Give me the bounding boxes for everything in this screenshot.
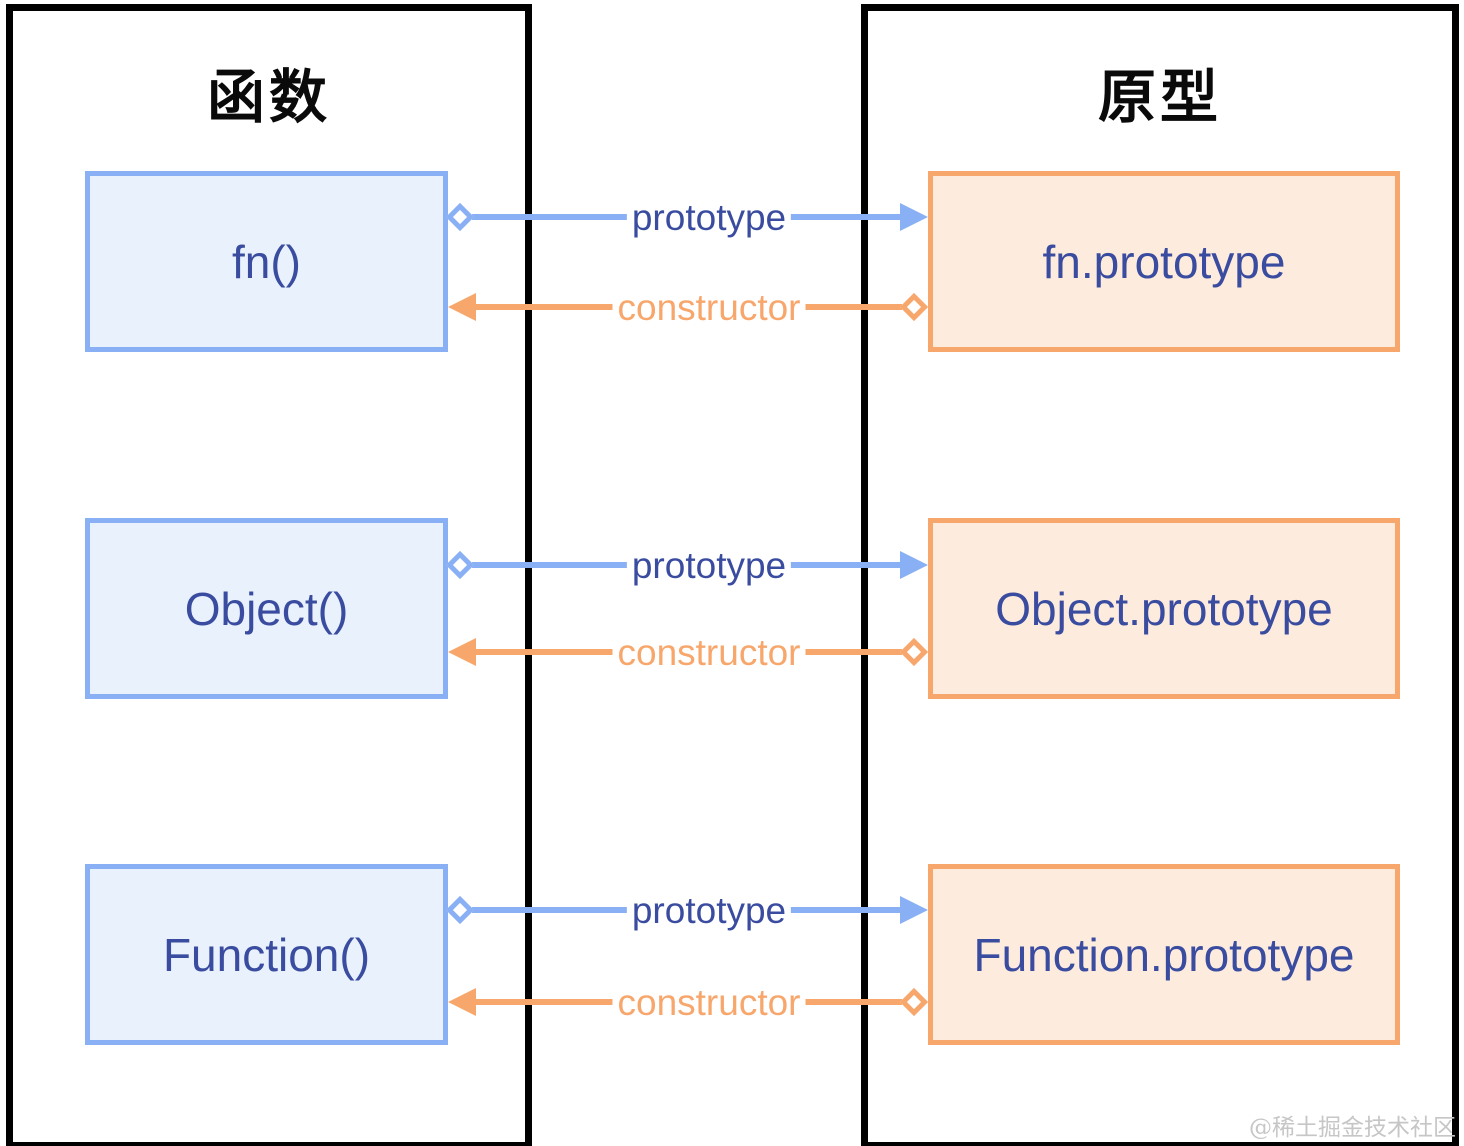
functions-panel-title: 函数 xyxy=(206,63,331,131)
arrowhead-left-icon xyxy=(448,293,476,321)
function-box-function: Function() xyxy=(85,864,448,1045)
prototype-box-fn-label: fn.prototype xyxy=(1042,235,1286,288)
prototype-box-fn: fn.prototype xyxy=(928,171,1400,352)
function-box-object-label: Object() xyxy=(184,582,349,635)
function-box-fn: fn() xyxy=(85,171,448,352)
prototype-arrow-label: prototype xyxy=(626,890,792,932)
constructor-arrow-label: constructor xyxy=(612,287,806,329)
arrowhead-left-icon xyxy=(448,638,476,666)
prototype-box-object: Object.prototype xyxy=(928,518,1400,699)
arrowhead-right-icon xyxy=(900,896,928,924)
prototype-box-function: Function.prototype xyxy=(928,864,1400,1045)
arrowhead-right-icon xyxy=(900,551,928,579)
function-box-fn-label: fn() xyxy=(232,235,301,288)
prototype-box-object-label: Object.prototype xyxy=(995,582,1333,635)
function-box-object: Object() xyxy=(85,518,448,699)
arrowhead-right-icon xyxy=(900,203,928,231)
constructor-arrow-label: constructor xyxy=(612,982,806,1024)
watermark: @稀土掘金技术社区 xyxy=(1249,1115,1456,1141)
prototype-arrow-label: prototype xyxy=(626,545,792,587)
constructor-arrow-label: constructor xyxy=(612,632,806,674)
prototype-arrow-label: prototype xyxy=(626,197,792,239)
arrowhead-left-icon xyxy=(448,988,476,1016)
prototype-box-function-label: Function.prototype xyxy=(973,928,1355,981)
function-box-function-label: Function() xyxy=(162,928,371,981)
prototypes-panel-title: 原型 xyxy=(1097,63,1222,131)
